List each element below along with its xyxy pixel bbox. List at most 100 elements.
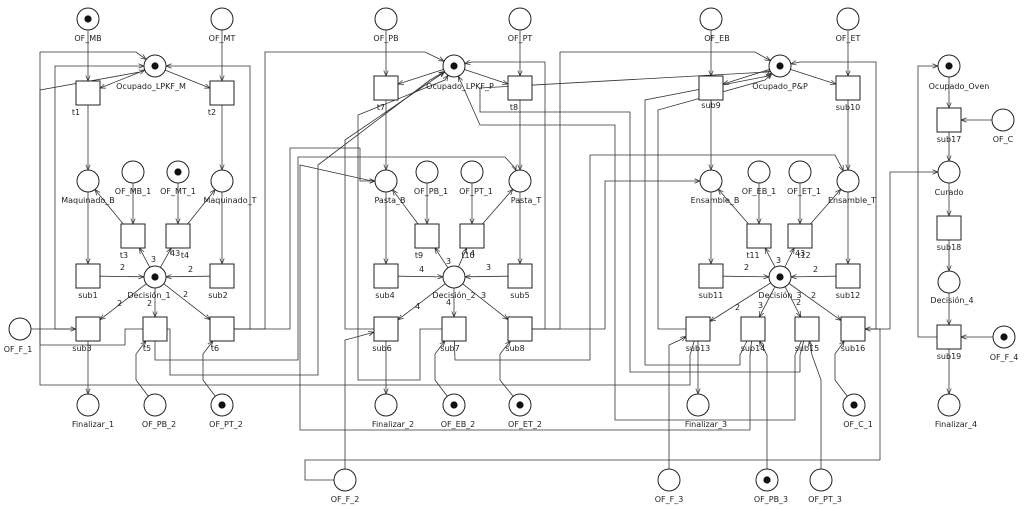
- arc-t9-Pasta_B: [393, 190, 419, 225]
- arc-weight: 2: [735, 303, 740, 312]
- place-circle: [657, 468, 681, 492]
- transition-label: sub16: [841, 344, 866, 353]
- place-circle: [210, 169, 234, 193]
- token: [776, 62, 784, 70]
- arc-sub7-Ocupado_LPKF_P: [357, 75, 448, 381]
- arc-Decision_3-sub14: [759, 286, 776, 317]
- place-ocupado_lpkf_p: Ocupado_LPKF_P: [426, 54, 494, 91]
- token: [945, 62, 953, 70]
- place-circle: [747, 160, 771, 184]
- transition-box: [835, 263, 861, 289]
- transition-sub4: sub4: [373, 263, 399, 300]
- place-label: OF_PT_3: [808, 495, 842, 504]
- arc-Decision_3-sub15: [784, 286, 801, 317]
- place-label: OF_EB_2: [441, 420, 476, 429]
- place-of_pb_1: OF_PB_1: [414, 160, 448, 196]
- arc-OF_EB_2-sub7: [434, 341, 448, 397]
- place-finalizar_2: Finalizar_2: [372, 393, 414, 429]
- place-of_pb: OF_PB: [373, 7, 399, 43]
- place-circle: [76, 393, 100, 417]
- place-circle: [121, 160, 145, 184]
- arc-sub16-Curado: [865, 172, 938, 330]
- transition-box: [787, 223, 813, 249]
- arc-t12-Ensamble_T: [810, 189, 840, 225]
- transition-t12: t12: [787, 223, 813, 260]
- arc-OF_F_3-sub13: [668, 336, 686, 469]
- transition-sub6: sub6: [372, 316, 399, 353]
- place-of_f_1: OF_F_1: [4, 317, 32, 354]
- arc-sub19-Ocupado_Oven: [917, 66, 938, 338]
- transition-label: sub3: [72, 344, 91, 353]
- token: [850, 401, 858, 409]
- place-of_pb_2: OF_PB_2: [142, 393, 176, 429]
- transition-t5: t5: [142, 316, 168, 353]
- arc-weight: 2: [796, 298, 801, 307]
- place-circle: [836, 7, 860, 31]
- place-of_pt_3: OF_PT_3: [808, 468, 842, 504]
- arc-weight: 2: [188, 265, 193, 274]
- transition-label: sub4: [375, 291, 394, 300]
- place-of_et_2: OF_ET_2: [508, 393, 542, 429]
- arc-weight: 2: [744, 263, 749, 272]
- transition-sub14: sub14: [740, 316, 766, 353]
- transition-sub5: sub5: [507, 263, 533, 300]
- arc-weight: 2: [117, 299, 122, 308]
- arc-t5-Pasta_T: [154, 156, 516, 361]
- place-circle: [809, 468, 833, 492]
- transition-box: [209, 80, 235, 106]
- place-of_mt_1: OF_MT_1: [160, 160, 196, 196]
- transition-box: [373, 263, 399, 289]
- place-ensamble_b: Ensamble_B: [691, 169, 740, 205]
- arc-weight: 3: [776, 256, 781, 265]
- transition-sub16: sub16: [840, 316, 866, 353]
- place-of_mt: OF_MT: [209, 7, 235, 43]
- arc-weight: 2: [120, 263, 125, 272]
- transition-t7: t7: [373, 75, 399, 112]
- transition-sub15: sub15: [794, 316, 820, 353]
- place-circle: [991, 108, 1015, 132]
- arc-sub8-Ocupado_PP: [532, 51, 770, 330]
- place-label: Maquinado_B: [61, 196, 115, 205]
- place-label: OF_EB_1: [742, 187, 777, 196]
- arc-weight: 2: [811, 291, 816, 300]
- place-of_mb_1: OF_MB_1: [115, 160, 151, 196]
- place-circle: [937, 393, 961, 417]
- place-label: Ensamble_B: [691, 196, 740, 205]
- arc-Decision_3-t12: [784, 248, 794, 268]
- arc-weight: 3: [481, 291, 486, 300]
- place-label: Ocupado_LPKF_M: [116, 82, 186, 91]
- arc-weight: 4: [446, 298, 451, 307]
- place-label: OF_MB_1: [115, 187, 151, 196]
- arc-weight: 2: [813, 265, 818, 274]
- place-label: Curado: [935, 188, 964, 197]
- transition-t6: t6: [209, 316, 235, 353]
- transition-t10: t10: [459, 223, 485, 260]
- transition-box: [740, 316, 766, 342]
- place-circle: [333, 468, 357, 492]
- arc-Ocupado_LPKF_M-t1: [100, 69, 145, 89]
- place-pasta_b: Pasta_B: [374, 169, 406, 205]
- arc-Decision_2-sub8: [462, 283, 508, 320]
- place-circle: [508, 7, 532, 31]
- arc-sub7-Ensamble_T: [453, 154, 843, 361]
- place-decision_2: Decisión_2: [432, 265, 476, 300]
- arc-OF_C_1-sub16: [834, 341, 848, 397]
- arc-Ocupado_PP-sub10: [790, 69, 836, 84]
- transition-label: t9: [415, 251, 423, 260]
- transition-label: sub14: [741, 344, 766, 353]
- transition-t11: t11: [746, 223, 772, 260]
- place-label: OF_PT_2: [209, 420, 243, 429]
- transition-box: [685, 316, 711, 342]
- transition-box: [936, 215, 962, 241]
- place-of_et: OF_ET: [836, 7, 861, 43]
- place-circle: [442, 265, 466, 289]
- transition-sub12: sub12: [835, 263, 861, 300]
- arc-Ocupado_LPKF_M-t2: [165, 69, 210, 89]
- arc-t5-Ocupado_LPKF_P: [167, 72, 444, 376]
- transition-t3: t3: [120, 223, 146, 260]
- transition-t9: t9: [414, 223, 440, 260]
- arc-weight: 3: [446, 257, 451, 266]
- place-decision_3: Decisión_3: [758, 265, 802, 300]
- transition-label: t10: [461, 251, 474, 260]
- place-label: OF_ET_2: [508, 420, 542, 429]
